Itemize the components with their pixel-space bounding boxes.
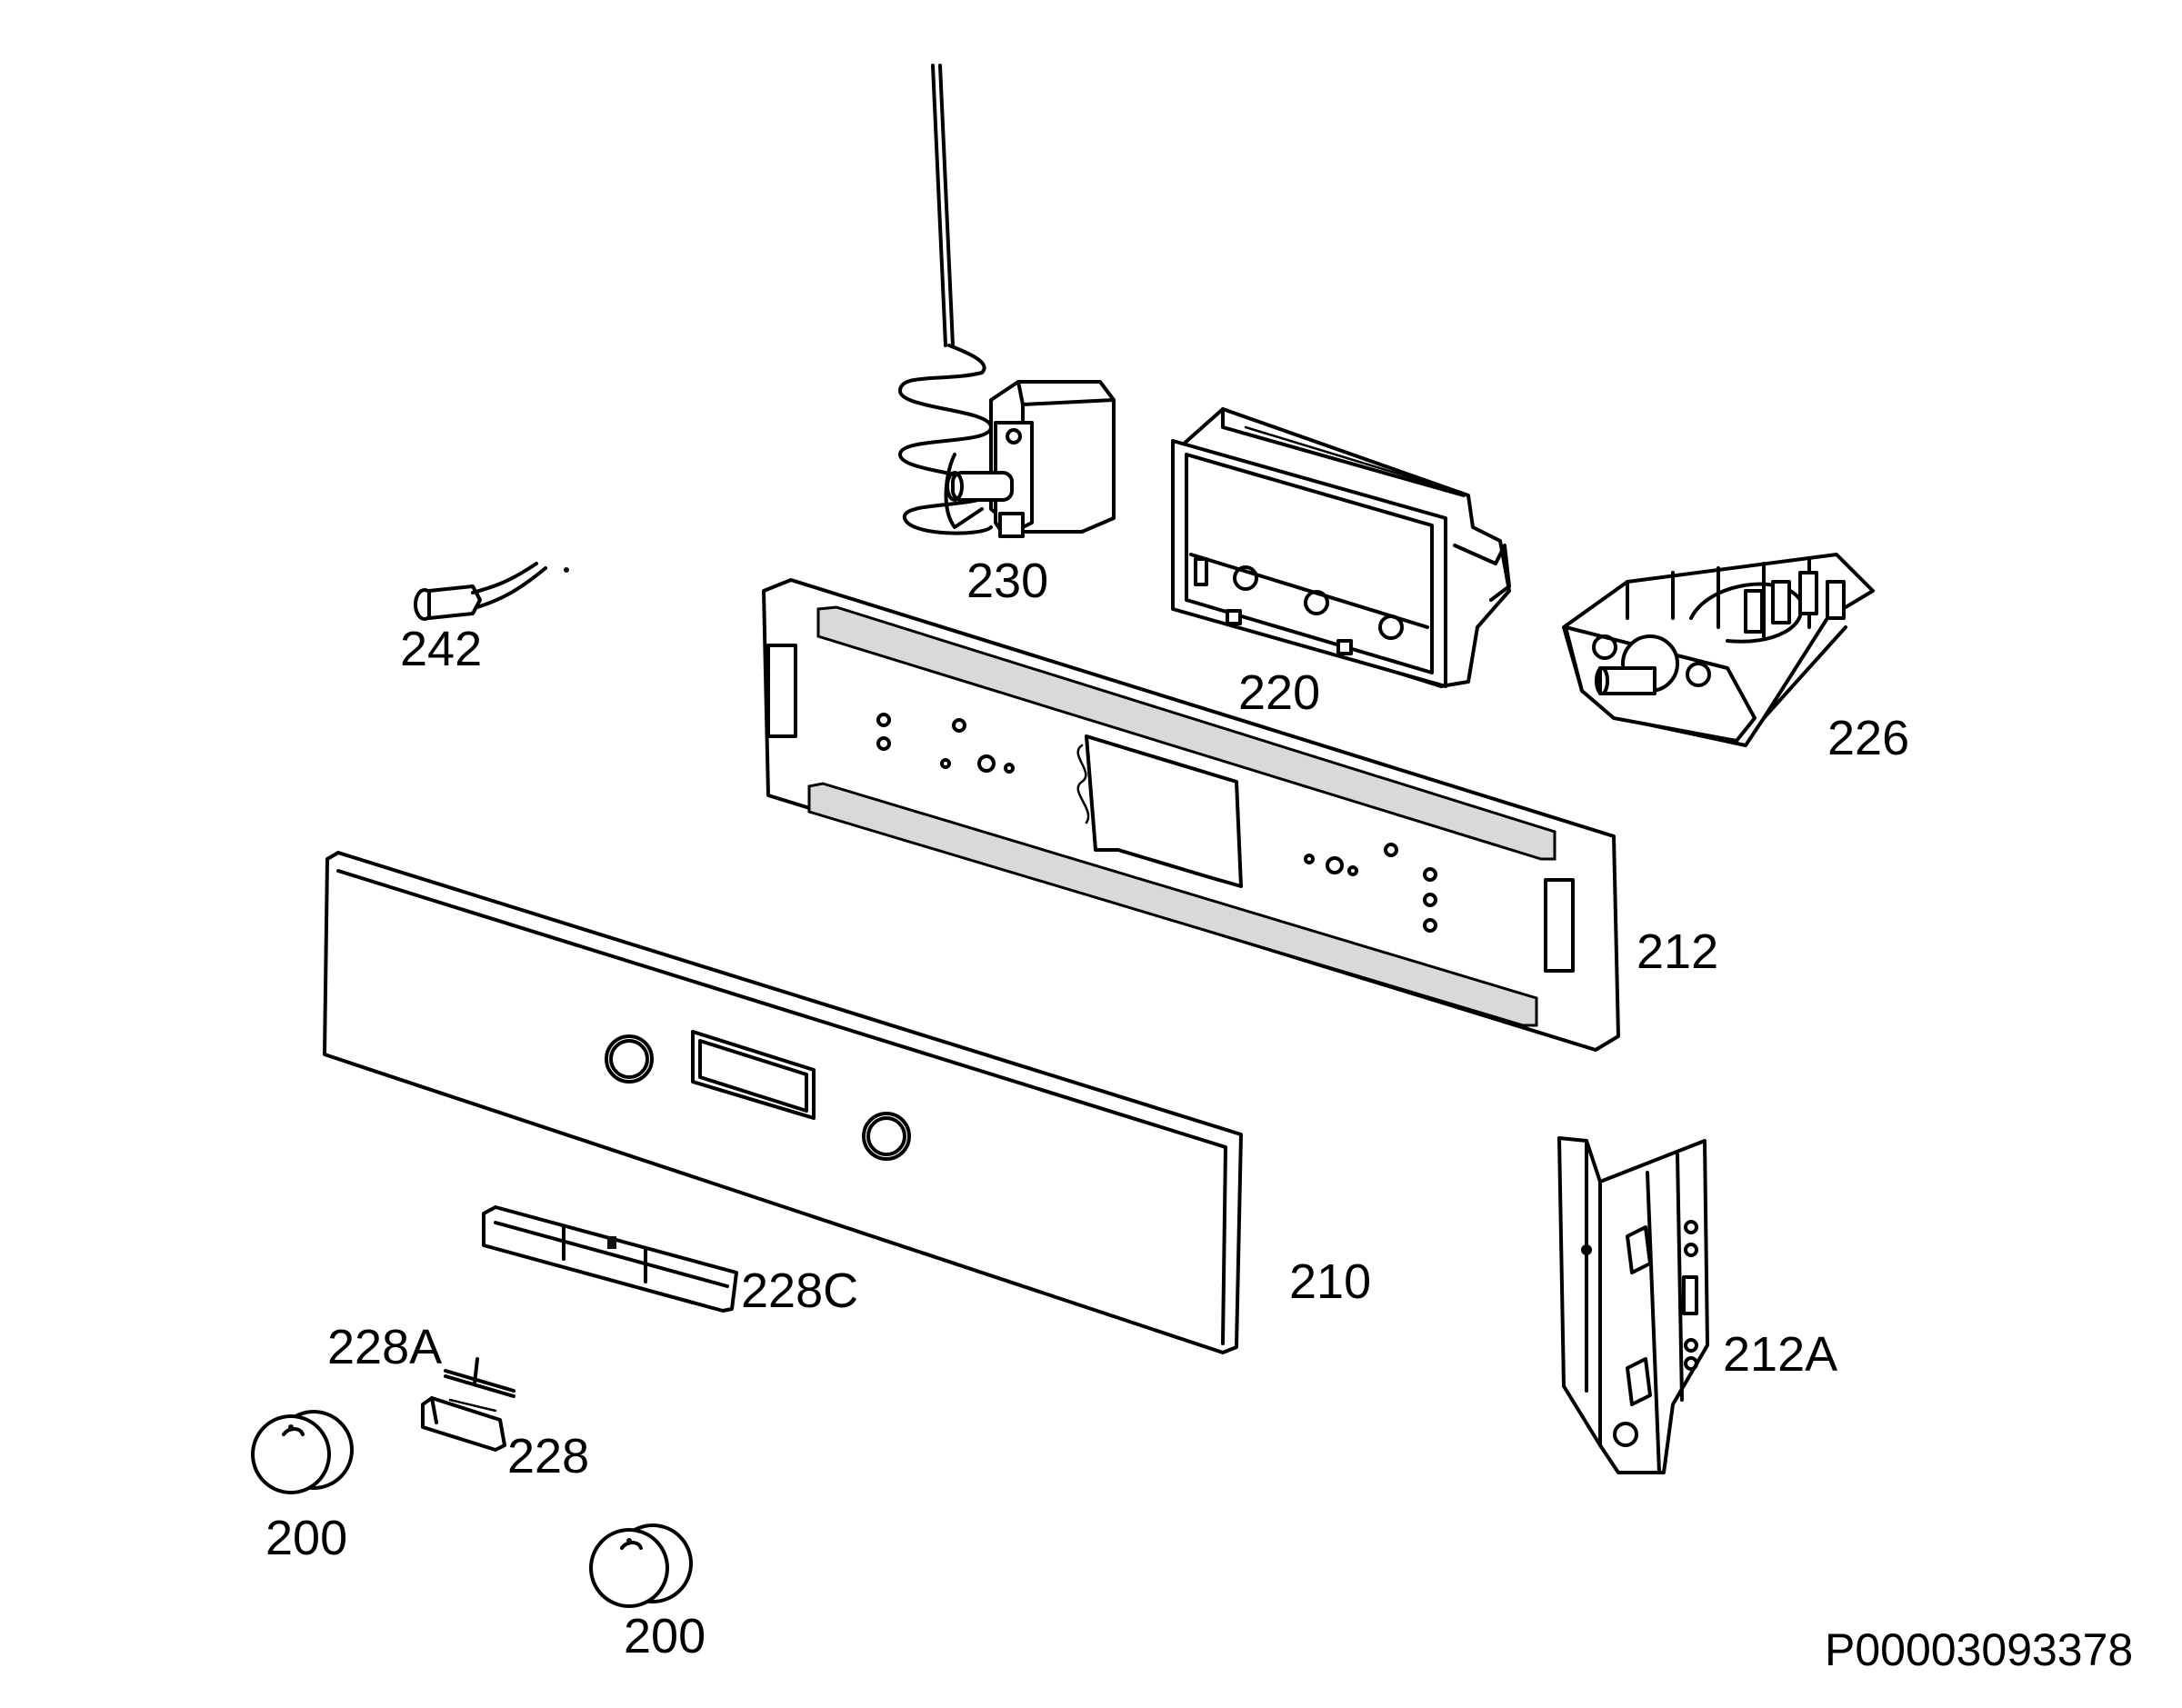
knob-icon — [251, 1410, 354, 1494]
pin-icon — [444, 1357, 515, 1398]
part-label-242: 242 — [400, 622, 482, 676]
panel-bracket-icon — [1557, 1136, 1709, 1474]
part-label-220: 220 — [1238, 665, 1320, 720]
part-label-226: 226 — [1827, 711, 1909, 765]
push-button-icon — [421, 1396, 506, 1452]
knob-icon — [589, 1523, 693, 1608]
part-label-228c: 228C — [741, 1264, 858, 1318]
document-id: P00003093378 — [1825, 1624, 2133, 1675]
selector-switch-icon — [1562, 553, 1875, 747]
part-label-228: 228 — [507, 1429, 589, 1483]
front-panel-glass-icon — [323, 851, 1243, 1354]
part-label-228a: 228A — [327, 1320, 442, 1374]
button-strip-icon — [482, 1205, 738, 1313]
part-label-230: 230 — [966, 554, 1048, 608]
thermostat-icon — [898, 64, 1116, 538]
indicator-lamp-icon — [414, 562, 569, 621]
part-label-200-right: 200 — [624, 1609, 706, 1663]
part-label-210: 210 — [1289, 1254, 1371, 1309]
part-label-200-left: 200 — [265, 1511, 347, 1565]
control-panel-frame-icon — [762, 578, 1620, 1052]
part-label-212: 212 — [1636, 924, 1718, 979]
part-label-212a: 212A — [1723, 1327, 1837, 1382]
display-housing-icon — [1171, 407, 1511, 688]
